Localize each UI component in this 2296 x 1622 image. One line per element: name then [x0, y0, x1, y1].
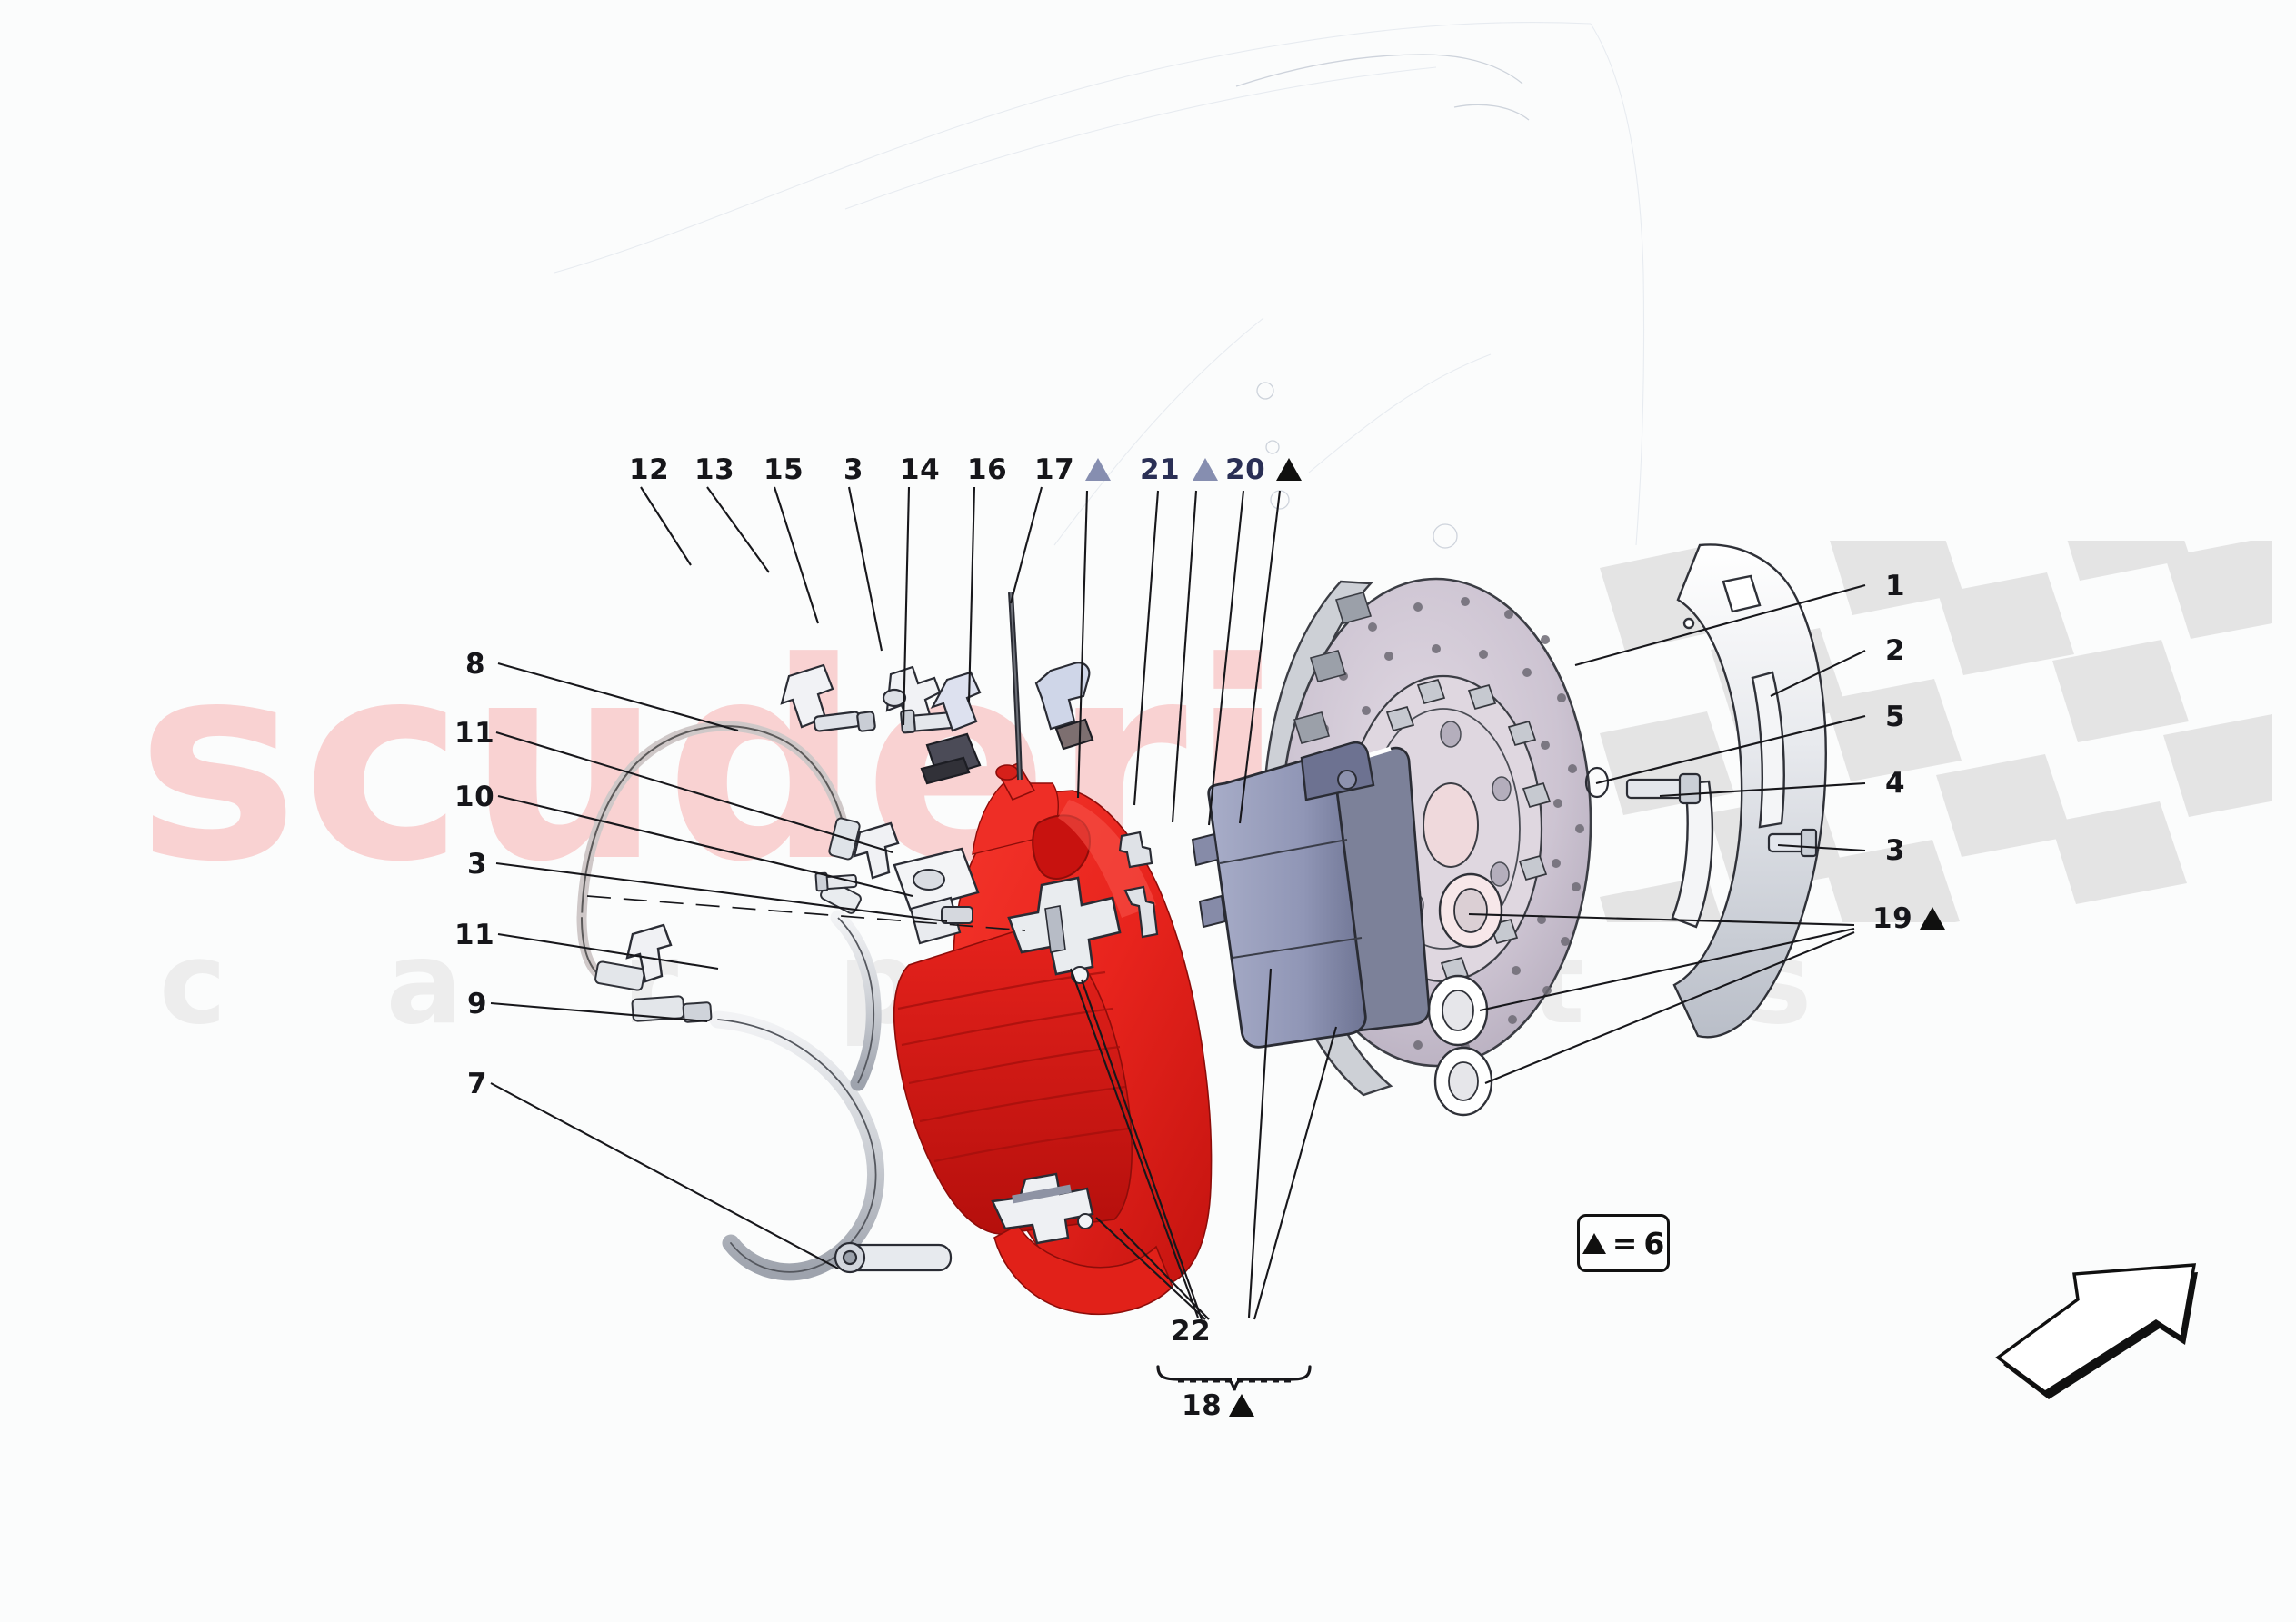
label-9: 9 [467, 988, 488, 1020]
screw-small-left [814, 871, 858, 892]
triangle-icon [1229, 1394, 1255, 1417]
label-17: 17 [1034, 453, 1075, 486]
label-3-right: 3 [1885, 834, 1906, 867]
legend-value: 6 [1643, 1225, 1665, 1261]
triangle-icon [1193, 458, 1218, 481]
legend-triangle-quantity: = 6 [1577, 1214, 1670, 1272]
label-4: 4 [1885, 767, 1906, 800]
triangle-icon [1276, 458, 1302, 481]
label-triangle-marker-2 [1193, 456, 1218, 484]
assembly-brace [1156, 1365, 1312, 1391]
label-3-left: 3 [467, 848, 488, 881]
brake-pipe-assembly [576, 721, 885, 1281]
label-11-b: 11 [454, 919, 495, 951]
caliper-mounting-bolt [834, 1241, 953, 1274]
label-13: 13 [694, 453, 735, 486]
label-triangle-marker-3 [1276, 456, 1302, 484]
hose-fittings [594, 817, 862, 1023]
label-1: 1 [1885, 570, 1906, 602]
brake-caliper [893, 761, 1213, 1316]
legend-equals: = [1612, 1225, 1638, 1261]
triangle-icon [1582, 1232, 1606, 1254]
label-20: 20 [1225, 453, 1266, 486]
label-8: 8 [465, 648, 486, 681]
label-triangle-marker-1 [1085, 456, 1111, 484]
label-15: 15 [764, 453, 804, 486]
caliper-bleed-screws [1118, 831, 1159, 939]
label-10: 10 [454, 781, 495, 813]
label-18: 18 [1182, 1392, 1255, 1420]
triangle-icon [1920, 907, 1946, 930]
label-7: 7 [467, 1068, 488, 1100]
triangle-icon [1085, 458, 1111, 481]
label-12: 12 [629, 453, 670, 486]
label-11-a: 11 [454, 717, 495, 750]
direction-arrow [1995, 1263, 2198, 1399]
label-21: 21 [1140, 453, 1181, 486]
label-5: 5 [1885, 701, 1906, 733]
label-3-top: 3 [844, 453, 864, 486]
small-hardware-group [780, 592, 1094, 785]
brake-pad-outer [1191, 741, 1375, 1049]
label-16: 16 [967, 453, 1008, 486]
label-2: 2 [1885, 634, 1906, 667]
label-14: 14 [900, 453, 941, 486]
pad-retaining-spring [1007, 876, 1122, 976]
label-19: 19 [1872, 905, 1946, 933]
label-22: 22 [1171, 1315, 1212, 1348]
